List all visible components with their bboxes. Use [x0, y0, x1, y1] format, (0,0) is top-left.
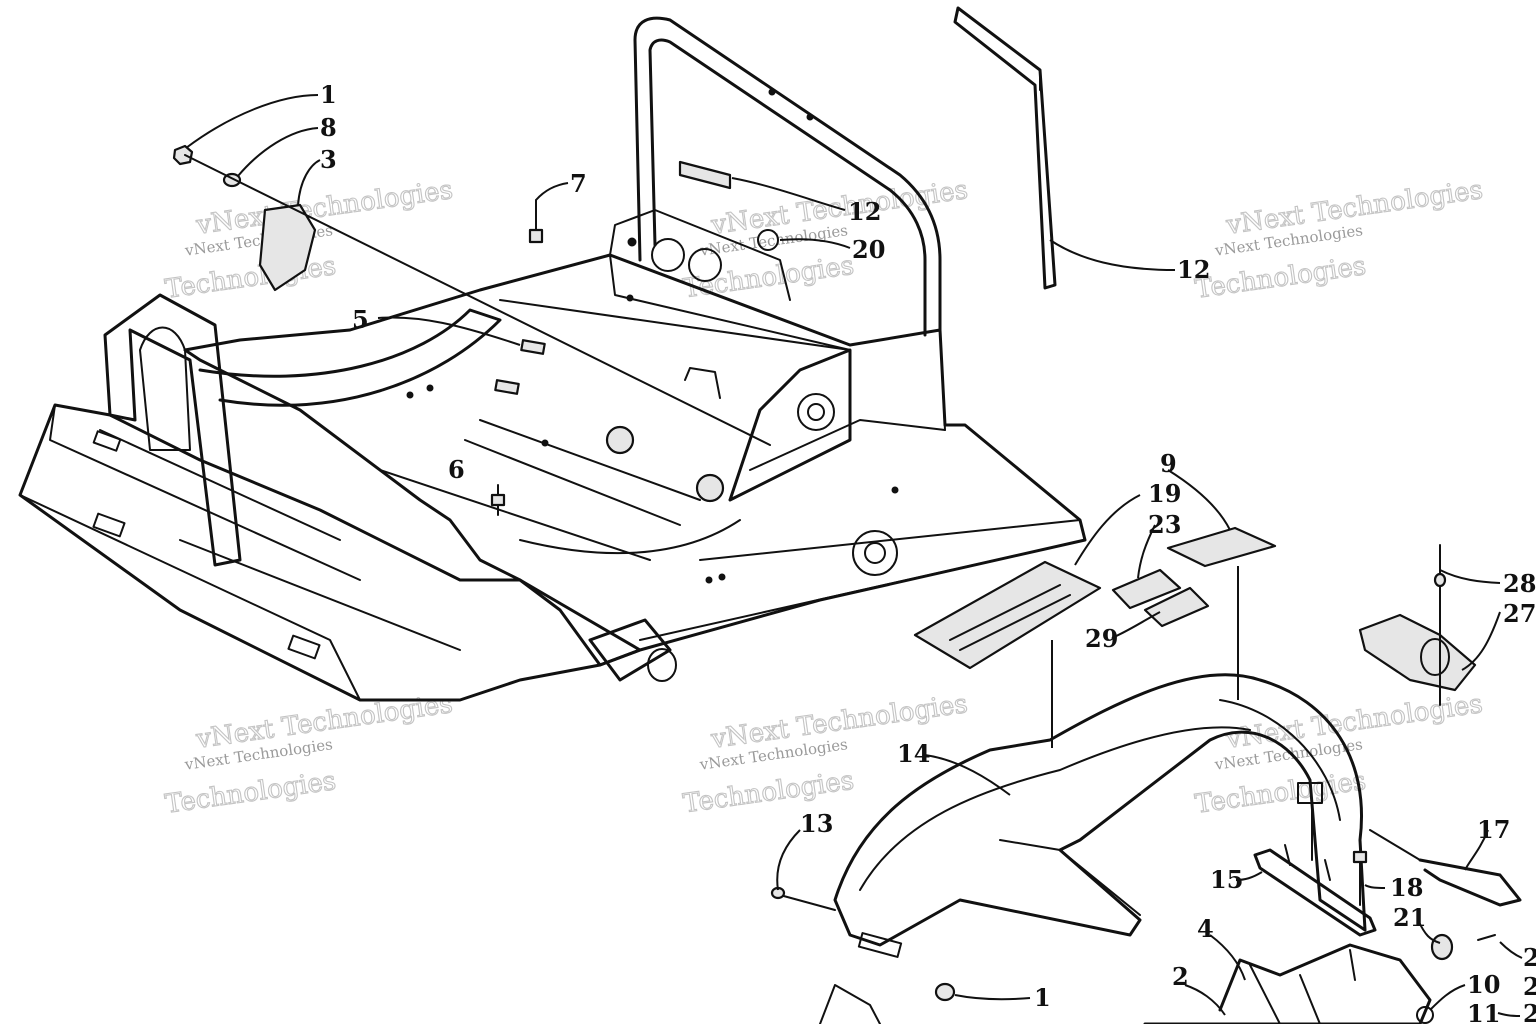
side-parts	[770, 544, 1522, 1024]
bolt-22	[1477, 934, 1496, 941]
washer-21	[1430, 933, 1454, 961]
belt-guard	[833, 673, 1367, 958]
decal-set	[913, 526, 1277, 748]
grommet-icon	[757, 229, 779, 251]
nut-icon	[934, 982, 956, 1002]
bracket-icon	[258, 203, 317, 292]
handle-17	[1418, 858, 1522, 907]
callout-12-rail: 12	[1177, 255, 1210, 284]
decal-9	[1166, 526, 1277, 568]
callout-23: 23	[1148, 510, 1181, 539]
callout-21: 21	[1393, 903, 1426, 932]
hand-rail	[953, 6, 1057, 290]
decal-19	[913, 560, 1102, 670]
watermark-bottom-center: vNext Technologies vNext Technologies Te…	[681, 689, 970, 820]
steering-hoop	[609, 16, 942, 337]
callout-15: 15	[1210, 865, 1243, 894]
callout-29: 29	[1085, 624, 1118, 653]
frame-hole	[797, 393, 835, 431]
callout-10: 10	[1467, 970, 1500, 999]
watermark-text: Technologies	[163, 766, 338, 820]
callout-11: 11	[1467, 999, 1500, 1024]
stud-icon	[520, 339, 546, 355]
callout-4: 4	[1197, 914, 1214, 943]
callout-2-right-a: 2	[1523, 943, 1536, 972]
mount-icon	[605, 425, 635, 455]
callout-2-right-b: 2	[1523, 972, 1536, 1001]
watermark-bottom-right: vNext Technologies vNext Technologies Te…	[1193, 689, 1485, 821]
watermark-text: Technologies	[1193, 766, 1368, 820]
leader-lines	[185, 94, 1523, 1017]
hoop-hole	[651, 238, 685, 272]
watermark-top-right: vNext Technologies vNext Technologies Te…	[1193, 175, 1485, 306]
hardware-parts	[172, 144, 771, 516]
callout-20: 20	[852, 235, 885, 264]
callout-1-lower: 1	[1034, 983, 1051, 1012]
decal-29	[1143, 586, 1210, 628]
callout-6: 6	[448, 455, 465, 484]
stud-icon	[494, 379, 520, 395]
callout-8: 8	[320, 113, 337, 142]
callout-27: 27	[1503, 599, 1536, 628]
decal-23	[1111, 568, 1182, 610]
callout-19: 19	[1148, 479, 1181, 508]
nut-icon	[172, 144, 194, 166]
mount-icon	[695, 473, 725, 503]
chassis-frame	[183, 253, 1087, 667]
watermark-top-center: vNext Technologies vNext Technologies Te…	[681, 175, 970, 305]
callout-12: 12	[848, 197, 881, 226]
tag-plate	[678, 160, 732, 190]
watermark-bottom-left: vNext Technologies vNext Technologies Te…	[163, 689, 455, 821]
callout-7: 7	[570, 169, 587, 198]
callout-17: 17	[1477, 815, 1510, 844]
callout-9: 9	[1160, 449, 1177, 478]
callout-1: 1	[320, 80, 337, 109]
lower-left-bracket	[819, 984, 881, 1024]
callout-18: 18	[1390, 873, 1423, 902]
callout-14: 14	[897, 739, 930, 768]
callout-28: 28	[1503, 569, 1536, 598]
callout-13: 13	[800, 809, 833, 838]
callout-3: 3	[320, 145, 337, 174]
hoop-hole	[688, 248, 722, 282]
bracket-15	[1253, 848, 1377, 937]
callout-5: 5	[352, 305, 369, 334]
callout-2-right-c: 2	[1523, 999, 1536, 1024]
callout-labels: 1 8 3 7 12 20 12 5 6 9 19 23 29 28 27 14…	[320, 80, 1536, 1024]
front-nose-assembly	[18, 293, 677, 702]
cylinder-27	[1358, 613, 1477, 692]
frame-hole	[852, 530, 898, 576]
lower-bracket	[1143, 943, 1432, 1024]
bolt-13	[779, 894, 836, 911]
callout-2: 2	[1172, 962, 1189, 991]
